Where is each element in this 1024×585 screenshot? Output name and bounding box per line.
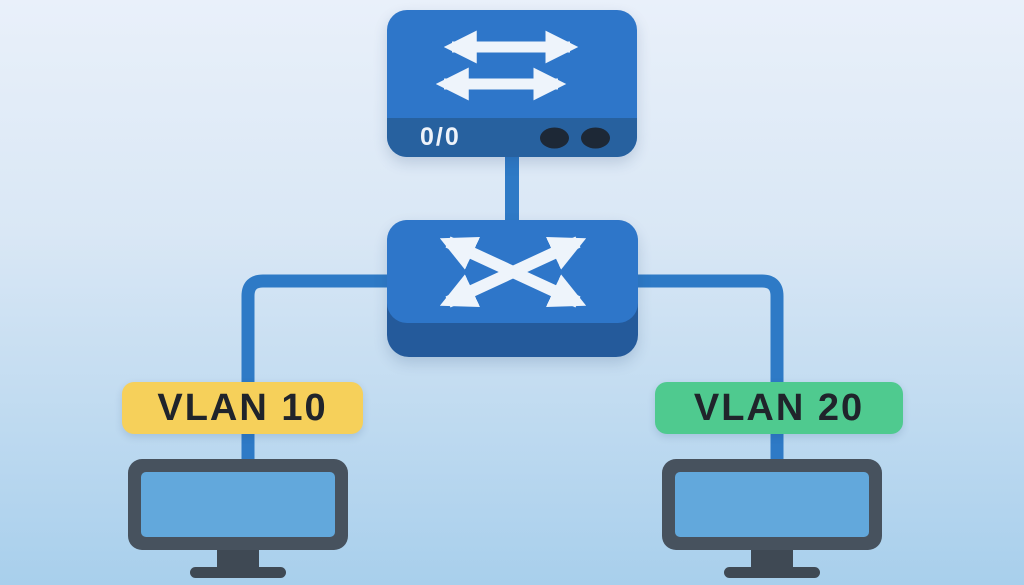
led-indicator <box>581 127 610 148</box>
monitor-screen <box>141 472 335 537</box>
monitor-screen <box>675 472 869 537</box>
vlan10-badge: VLAN 10 <box>122 382 363 434</box>
router-port-panel: 0/0 <box>387 118 637 157</box>
switch-vlan20-link <box>633 274 784 470</box>
vlan10-label: VLAN 10 <box>157 386 328 429</box>
monitor-stand-base <box>724 567 820 578</box>
router-interface-label: 0/0 <box>420 123 461 151</box>
monitor-frame <box>128 459 348 550</box>
crossed-arrows-icon <box>439 236 587 308</box>
monitor-stand-base <box>190 567 286 578</box>
monitor-stand-neck <box>217 550 259 567</box>
switch-vlan10-link <box>241 274 392 470</box>
vlan20-badge: VLAN 20 <box>655 382 903 434</box>
switch-node <box>387 220 638 357</box>
vlan20-workstation <box>662 459 882 578</box>
monitor-frame <box>662 459 882 550</box>
router-node: 0/0 <box>387 10 637 157</box>
router-leds <box>540 127 610 148</box>
cross-arrow-down <box>439 236 587 308</box>
vlan10-workstation <box>128 459 348 578</box>
led-indicator <box>540 127 569 148</box>
switch-face <box>387 220 638 323</box>
monitor-stand-neck <box>751 550 793 567</box>
vlan20-label: VLAN 20 <box>693 386 865 429</box>
bidirectional-arrows-icon <box>435 30 579 101</box>
